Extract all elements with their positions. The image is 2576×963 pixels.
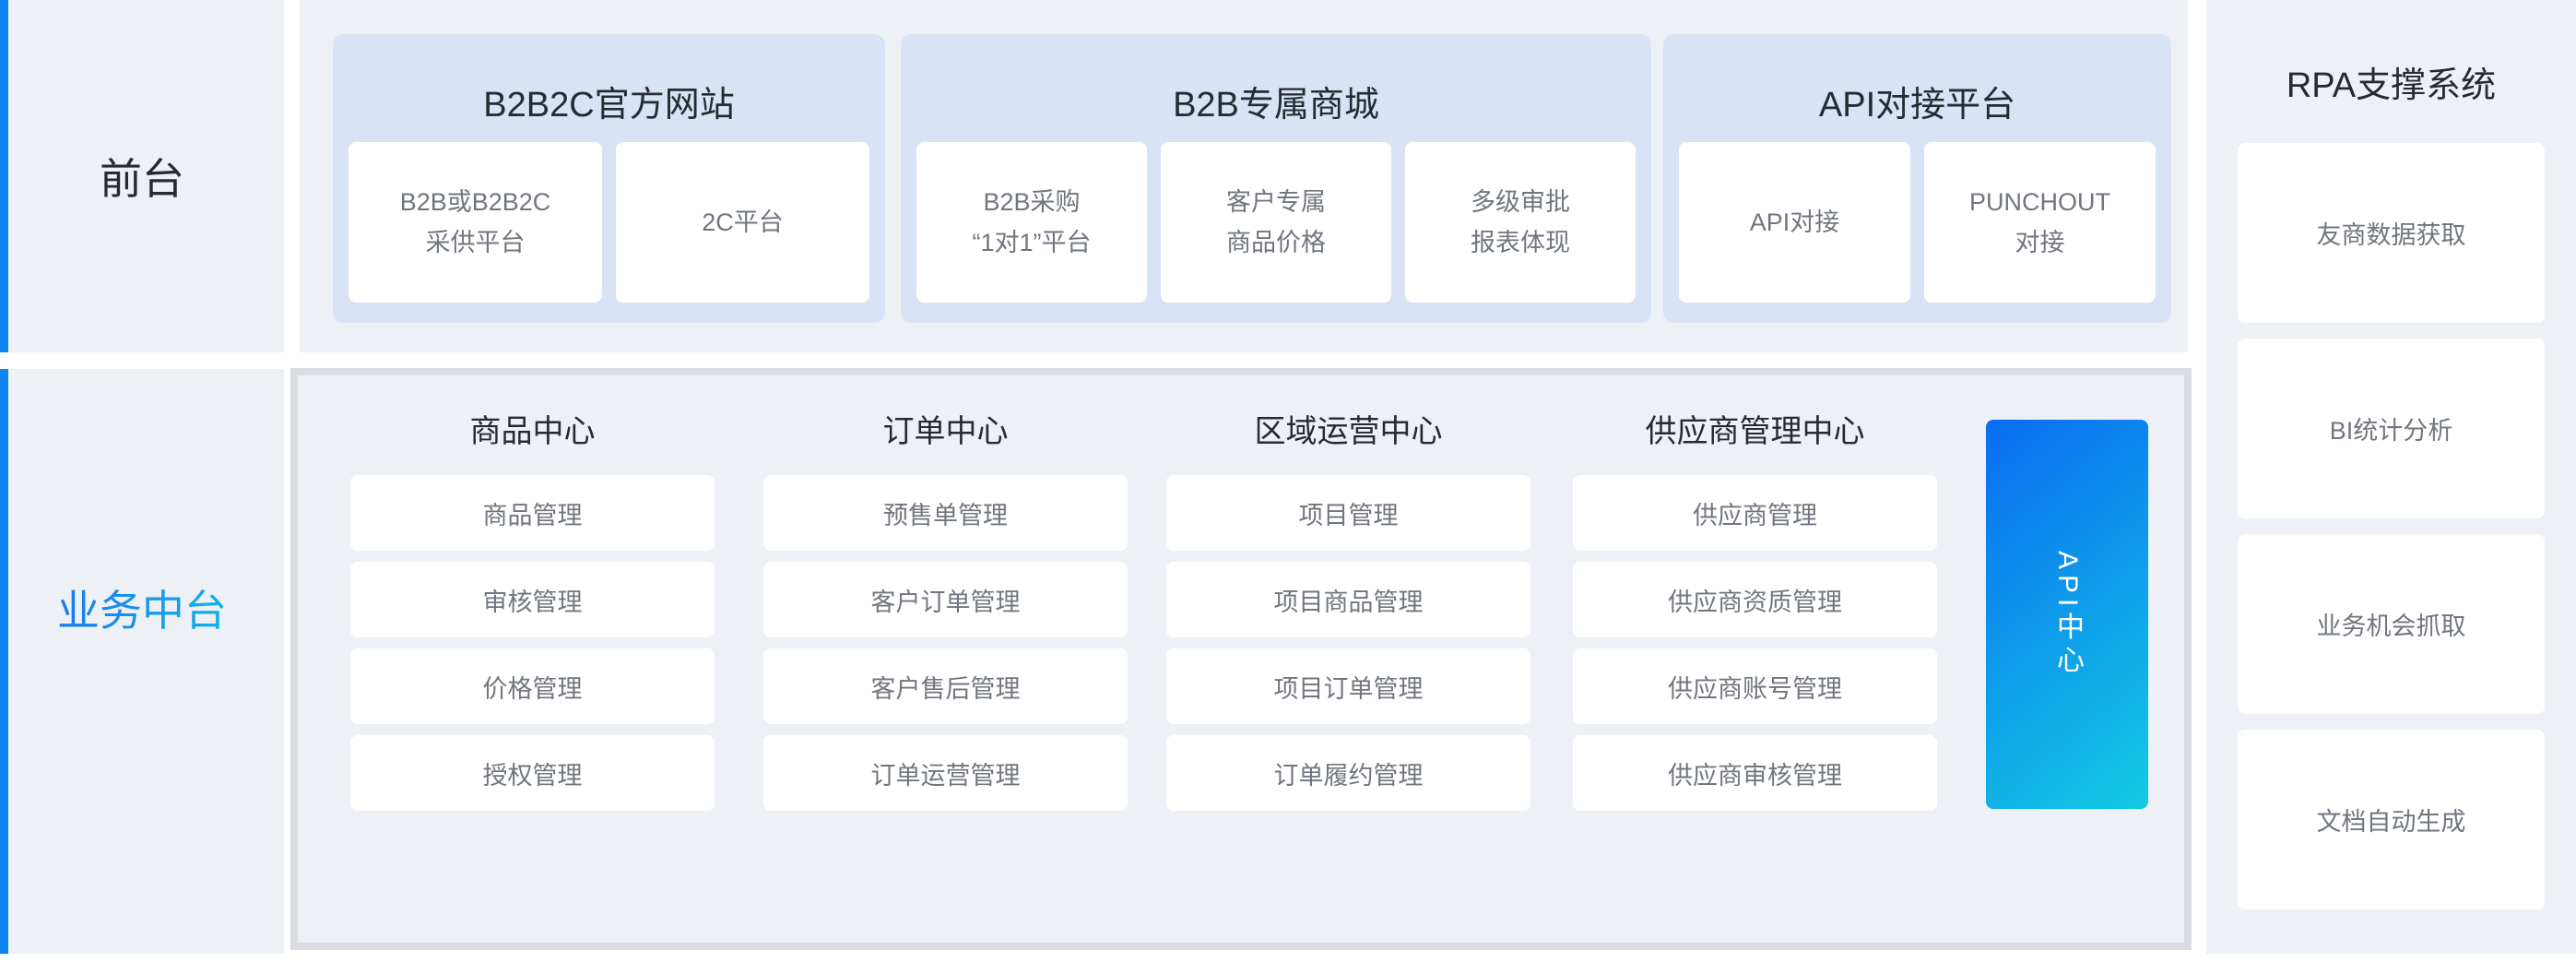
column-card: 供应商管理 xyxy=(1573,475,1937,551)
group-panel-b2b2c-website: B2B2C官方网站 B2B或B2B2C 采供平台 2C平台 xyxy=(333,34,885,323)
api-center-label: API中心 xyxy=(2052,550,2083,679)
column-title: 订单中心 xyxy=(882,414,1009,449)
column-card: 预售单管理 xyxy=(763,475,1128,551)
column-card: 项目商品管理 xyxy=(1166,562,1530,637)
group-card: 2C平台 xyxy=(616,142,869,303)
column-title: 供应商管理中心 xyxy=(1645,414,1865,449)
left-accent-bar xyxy=(0,0,8,352)
group-card: PUNCHOUT 对接 xyxy=(1924,142,2156,303)
rpa-title: RPA支撑系统 xyxy=(2286,66,2497,105)
group-cards: B2B或B2B2C 采供平台 2C平台 xyxy=(333,142,885,303)
middle-stage-label-panel: 业务中台 xyxy=(0,369,284,954)
front-stage-label-panel: 前台 xyxy=(0,0,284,352)
column-card: 供应商资质管理 xyxy=(1573,562,1937,637)
group-panel-api-platform: API对接平台 API对接 PUNCHOUT 对接 xyxy=(1663,34,2171,323)
column-card: 商品管理 xyxy=(350,475,715,551)
column-card: 供应商审核管理 xyxy=(1573,735,1937,811)
front-stage-area: B2B2C官方网站 B2B或B2B2C 采供平台 2C平台 B2B专属商城 B2… xyxy=(300,0,2188,352)
left-accent-bar xyxy=(0,369,8,954)
rpa-card: 文档自动生成 xyxy=(2238,730,2545,910)
column-title: 区域运营中心 xyxy=(1254,414,1443,449)
group-card: 客户专属 商品价格 xyxy=(1161,142,1391,303)
column-card: 项目管理 xyxy=(1166,475,1530,551)
column-card: 订单履约管理 xyxy=(1166,735,1530,811)
group-title: B2B2C官方网站 xyxy=(483,86,735,125)
column-card: 客户售后管理 xyxy=(763,648,1128,724)
group-card: API对接 xyxy=(1679,142,1910,303)
group-panel-b2b-mall: B2B专属商城 B2B采购 “1对1”平台 客户专属 商品价格 多级审批 报表体… xyxy=(901,34,1651,323)
column-card: 客户订单管理 xyxy=(763,562,1128,637)
rpa-card: BI统计分析 xyxy=(2238,339,2545,518)
column-title: 商品中心 xyxy=(469,414,596,449)
group-card: B2B或B2B2C 采供平台 xyxy=(349,142,602,303)
rpa-support-panel: RPA支撑系统 友商数据获取 BI统计分析 业务机会抓取 文档自动生成 xyxy=(2206,0,2576,954)
group-card: B2B采购 “1对1”平台 xyxy=(916,142,1147,303)
group-cards: B2B采购 “1对1”平台 客户专属 商品价格 多级审批 报表体现 xyxy=(901,142,1651,303)
column-card: 审核管理 xyxy=(350,562,715,637)
group-card: 多级审批 报表体现 xyxy=(1405,142,1636,303)
column-card: 订单运营管理 xyxy=(763,735,1128,811)
group-title: B2B专属商城 xyxy=(1173,86,1379,125)
front-stage-label: 前台 xyxy=(100,155,184,203)
rpa-card: 友商数据获取 xyxy=(2238,143,2545,323)
column-card: 价格管理 xyxy=(350,648,715,724)
column-card: 项目订单管理 xyxy=(1166,648,1530,724)
group-cards: API对接 PUNCHOUT 对接 xyxy=(1663,142,2171,303)
group-title: API对接平台 xyxy=(1818,86,2016,125)
middle-stage-label: 业务中台 xyxy=(0,315,284,900)
column-card: 授权管理 xyxy=(350,735,715,811)
middle-stage-section: 商品中心 商品管理 审核管理 价格管理 授权管理 订单中心 预售单管理 客户订单… xyxy=(290,368,2192,950)
rpa-card: 业务机会抓取 xyxy=(2238,534,2545,714)
column-card: 供应商账号管理 xyxy=(1573,648,1937,724)
api-center-bar: API中心 xyxy=(1986,420,2148,809)
